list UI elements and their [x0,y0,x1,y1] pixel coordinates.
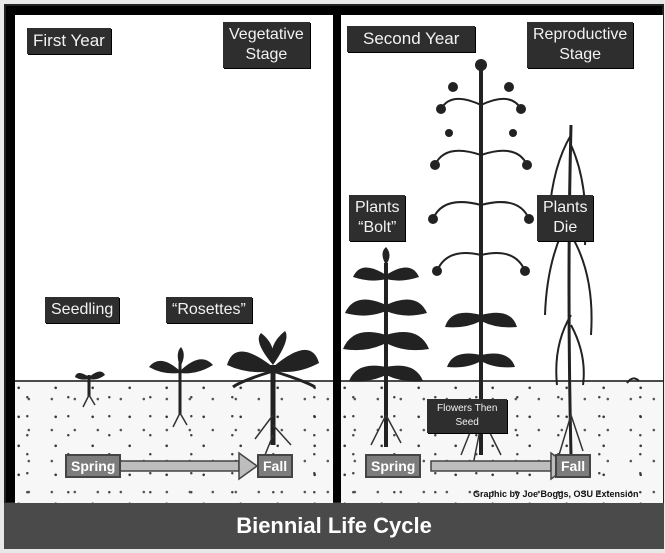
first-year-timeline-arrow [119,453,257,479]
first-year-panel: First Year Vegetative Stage Seedling “Ro… [15,15,333,503]
sprout-mark [627,378,639,383]
plants-bolt-label: Plants “Bolt” [349,195,405,241]
first-year-spring-label: Spring [65,454,121,478]
plants-die-label: Plants Die [537,195,593,241]
diagram-title: Biennial Life Cycle [4,503,664,549]
vegetative-stage-label: Vegetative Stage [223,22,310,68]
reproductive-stage-label: Reproductive Stage [527,22,633,68]
first-year-fall-label: Fall [257,454,293,478]
young-rosette-plant [149,347,213,427]
diagram-frame: First Year Vegetative Stage Seedling “Ro… [4,4,664,504]
dying-plant [545,125,592,455]
flowers-then-seed-label: Flowers Then Seed [427,399,507,433]
second-year-fall-label: Fall [555,454,591,478]
second-year-spring-label: Spring [365,454,421,478]
bolting-plant [343,247,429,447]
rosettes-label: “Rosettes” [166,297,252,323]
first-year-label: First Year [27,28,111,54]
first-year-plants [15,15,333,503]
graphic-credit: Graphic by Joe Boggs, OSU Extension [473,489,639,499]
seedling-plant [75,371,105,407]
seedling-label: Seedling [45,297,119,323]
second-year-label: Second Year [347,26,475,52]
second-year-panel: Second Year Reproductive Stage Plants “B… [341,15,663,503]
second-year-timeline-arrow [431,453,569,479]
mature-rosette-plant [227,331,319,455]
